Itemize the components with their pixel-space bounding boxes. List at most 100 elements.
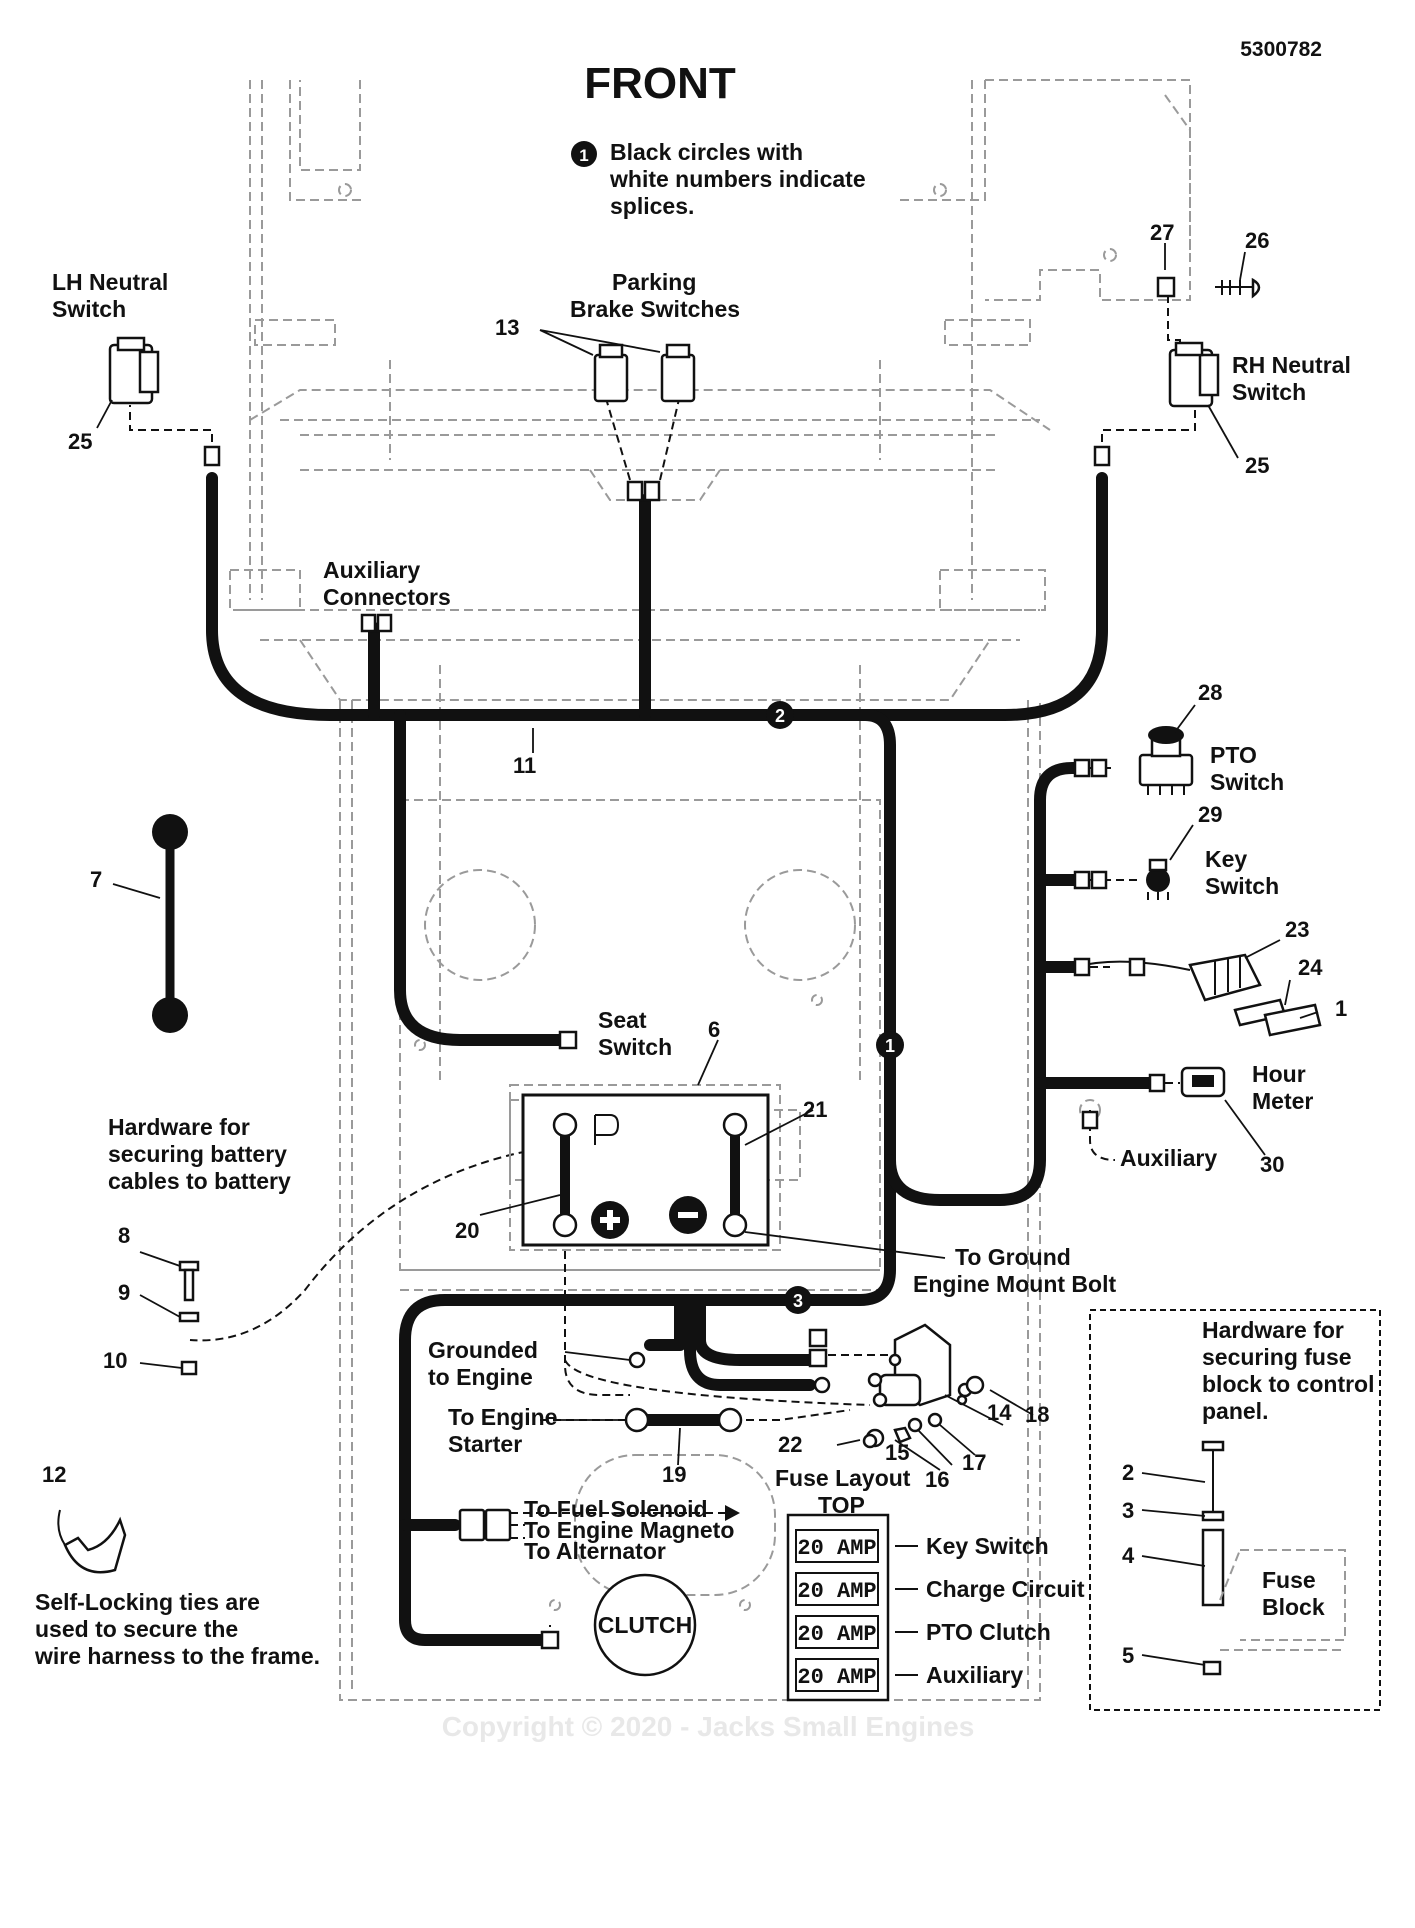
callout-4: 4 <box>1122 1543 1135 1568</box>
pto-switch-label-1: PTO <box>1210 742 1257 768</box>
ground-label-2: Engine Mount Bolt <box>913 1271 1116 1297</box>
copyright-watermark: Copyright © 2020 - Jacks Small Engines <box>442 1711 975 1742</box>
callout-24: 24 <box>1298 955 1323 980</box>
legend-marker: 1 <box>571 141 597 167</box>
rh-neutral-label-2: Switch <box>1232 379 1306 405</box>
splice-1-number: 1 <box>885 1036 895 1056</box>
callout-29: 29 <box>1198 802 1222 827</box>
clutch <box>540 1573 697 1677</box>
fuse-2-circuit: Charge Circuit <box>926 1576 1085 1602</box>
starter-label-1: To Engine <box>448 1404 557 1430</box>
starter-solenoid <box>808 1323 985 1449</box>
callout-28: 28 <box>1198 680 1222 705</box>
legend-text-1: Black circles with <box>610 139 803 165</box>
document-number: 5300782 <box>1240 38 1322 61</box>
starter-label-2: Starter <box>448 1431 522 1457</box>
callout-8: 8 <box>118 1223 130 1248</box>
parking-brake-switches <box>593 343 696 502</box>
magneto-label: To Engine Magneto <box>524 1517 734 1543</box>
self-locking-label-2: used to secure the <box>35 1616 238 1642</box>
callout-16: 16 <box>925 1467 949 1492</box>
fuse-3-rating: 20 AMP <box>797 1622 876 1647</box>
lh-neutral-label-1: LH Neutral <box>52 269 168 295</box>
self-locking-tie <box>57 1509 127 1574</box>
auxiliary-connectors <box>360 613 393 633</box>
rh-neutral-switch <box>1093 276 1261 467</box>
fuse-4-circuit: Auxiliary <box>926 1662 1023 1688</box>
callout-7: 7 <box>90 867 102 892</box>
battery-cable <box>152 814 188 1033</box>
callout-25-right: 25 <box>1245 453 1269 478</box>
fuse-1-rating: 20 AMP <box>797 1536 876 1561</box>
aux-connectors-label-1: Auxiliary <box>323 557 420 583</box>
callout-1: 1 <box>1335 996 1347 1021</box>
fuse-hardware-label-4: panel. <box>1202 1398 1268 1424</box>
battery-hardware-label-2: securing battery <box>108 1141 287 1167</box>
battery-hardware-label-3: cables to battery <box>108 1168 291 1194</box>
callout-14: 14 <box>987 1400 1012 1425</box>
parking-brake-label-1: Parking <box>612 269 696 295</box>
callout-26: 26 <box>1245 228 1269 253</box>
fuse-layout-label-2: TOP <box>818 1492 865 1518</box>
callout-20: 20 <box>455 1218 479 1243</box>
seat-switch-connector <box>558 1030 578 1050</box>
splice-1: 1 <box>876 1031 904 1059</box>
fuse-hardware-label-1: Hardware for <box>1202 1317 1344 1343</box>
battery <box>509 1084 781 1251</box>
self-locking-label-1: Self-Locking ties are <box>35 1589 260 1615</box>
battery-hardware <box>178 1260 200 1376</box>
callout-19: 19 <box>662 1462 686 1487</box>
callout-3: 3 <box>1122 1498 1134 1523</box>
callout-18: 18 <box>1025 1402 1049 1427</box>
callout-6: 6 <box>708 1017 720 1042</box>
page-title: FRONT <box>584 59 736 108</box>
callout-2: 2 <box>1122 1460 1134 1485</box>
callout-21: 21 <box>803 1097 827 1122</box>
pto-switch <box>1073 726 1194 795</box>
leader-lines <box>96 243 1319 1666</box>
fuse-layout-box <box>786 1513 918 1702</box>
seat-switch-label-1: Seat <box>598 1007 647 1033</box>
callout-22: 22 <box>778 1432 802 1457</box>
grounded-label-2: to Engine <box>428 1364 533 1390</box>
fuse-1-circuit: Key Switch <box>926 1533 1049 1559</box>
fuse-hardware-label-3: block to control <box>1202 1371 1375 1397</box>
fuse-block-label-1: Fuse <box>1262 1567 1316 1593</box>
callout-9: 9 <box>118 1280 130 1305</box>
fuel-solenoid-label: To Fuel Solenoid <box>524 1496 708 1522</box>
fuse-2-rating: 20 AMP <box>797 1579 876 1604</box>
ground-label-1: To Ground <box>955 1244 1071 1270</box>
callout-15: 15 <box>885 1440 909 1465</box>
callout-12: 12 <box>42 1462 66 1487</box>
callout-30: 30 <box>1260 1152 1284 1177</box>
fuse-4-rating: 20 AMP <box>797 1665 876 1690</box>
key-switch <box>1073 858 1170 900</box>
callout-25-left: 25 <box>68 429 92 454</box>
legend-marker-number: 1 <box>579 146 588 165</box>
legend-text-3: splices. <box>610 193 694 219</box>
hour-meter-label-1: Hour <box>1252 1061 1306 1087</box>
fuse-3-circuit: PTO Clutch <box>926 1619 1051 1645</box>
lh-neutral-label-2: Switch <box>52 296 126 322</box>
ring-terminals <box>624 1351 831 1433</box>
hour-meter-label-2: Meter <box>1252 1088 1313 1114</box>
text-labels: 5300782 FRONT Black circles with white n… <box>34 38 1375 1742</box>
self-locking-label-3: wire harness to the frame. <box>34 1643 320 1669</box>
grounded-label-1: Grounded <box>428 1337 538 1363</box>
fuse-block-hardware-box <box>1089 1309 1381 1711</box>
splice-2: 2 <box>766 701 794 729</box>
fuse-hardware-label-2: securing fuse <box>1202 1344 1352 1370</box>
callout-numbers: 1 2 3 4 5 6 7 8 9 10 11 12 13 14 15 16 1… <box>42 220 1347 1668</box>
callout-11: 11 <box>513 753 536 778</box>
splice-2-number: 2 <box>775 706 785 726</box>
callout-5: 5 <box>1122 1643 1134 1668</box>
callout-23: 23 <box>1285 917 1309 942</box>
auxiliary-label: Auxiliary <box>1120 1145 1217 1171</box>
parking-brake-label-2: Brake Switches <box>570 296 740 322</box>
clutch-label: CLUTCH <box>598 1612 693 1638</box>
battery-hardware-label-1: Hardware for <box>108 1114 250 1140</box>
callout-27: 27 <box>1150 220 1174 245</box>
callout-13: 13 <box>495 315 519 340</box>
alternator-label: To Alternator <box>524 1538 666 1564</box>
